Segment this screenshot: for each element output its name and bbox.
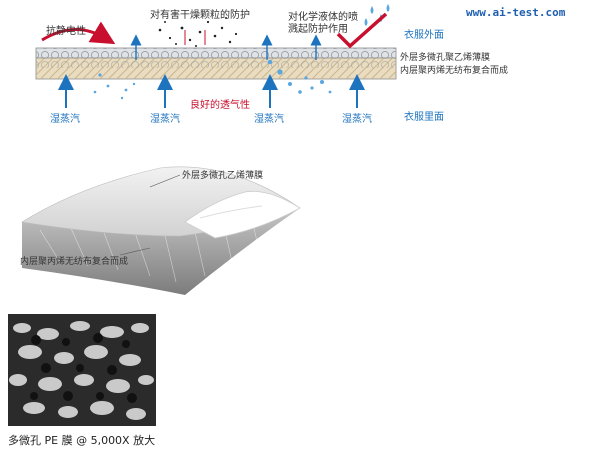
nonwoven-layer-label: 内层聚丙烯无纺布复合而成	[400, 66, 509, 76]
fabric-layer-stack	[35, 47, 397, 80]
moisture-dots	[93, 59, 332, 100]
vapor-arrows	[58, 74, 365, 108]
film-layer-label: 外层多微孔聚乙烯薄膜	[400, 53, 491, 63]
vapor-label-4: 湿蒸汽	[342, 114, 372, 125]
outer-film-callout: 外层多微孔乙烯薄膜	[182, 171, 264, 181]
check-mark-icon	[336, 12, 388, 49]
micrograph-image	[8, 314, 156, 426]
outer-side-label: 衣服外面	[404, 30, 444, 41]
micrograph-caption: 多微孔 PE 膜 @ 5,000X 放大	[8, 434, 156, 447]
vapor-label-2: 湿蒸汽	[150, 114, 180, 125]
vapor-label-3: 湿蒸汽	[254, 114, 284, 125]
vapor-label-1: 湿蒸汽	[50, 114, 80, 125]
layered-fabric-illustration	[21, 166, 301, 295]
antistatic-arrow	[41, 21, 116, 45]
antistatic-label: 抗静电性	[46, 26, 86, 37]
watermark-url[interactable]: www.ai-test.com	[466, 6, 566, 19]
inner-layer-callout: 内层聚丙烯无纺布复合而成	[20, 257, 129, 267]
particle-block-arrows	[184, 30, 206, 45]
chemical-label-line1: 对化学液体的喷	[288, 12, 358, 23]
small-vapor-arrows	[130, 34, 322, 60]
dry-particles	[158, 17, 238, 47]
chemical-label-line2: 溅起防护作用	[288, 24, 348, 35]
breathability-label: 良好的透气性	[190, 100, 250, 111]
peeled-film-corner	[184, 190, 301, 239]
inner-side-label: 衣服里面	[404, 112, 444, 123]
dry-particle-label: 对有害干燥颗粒的防护	[150, 10, 250, 21]
